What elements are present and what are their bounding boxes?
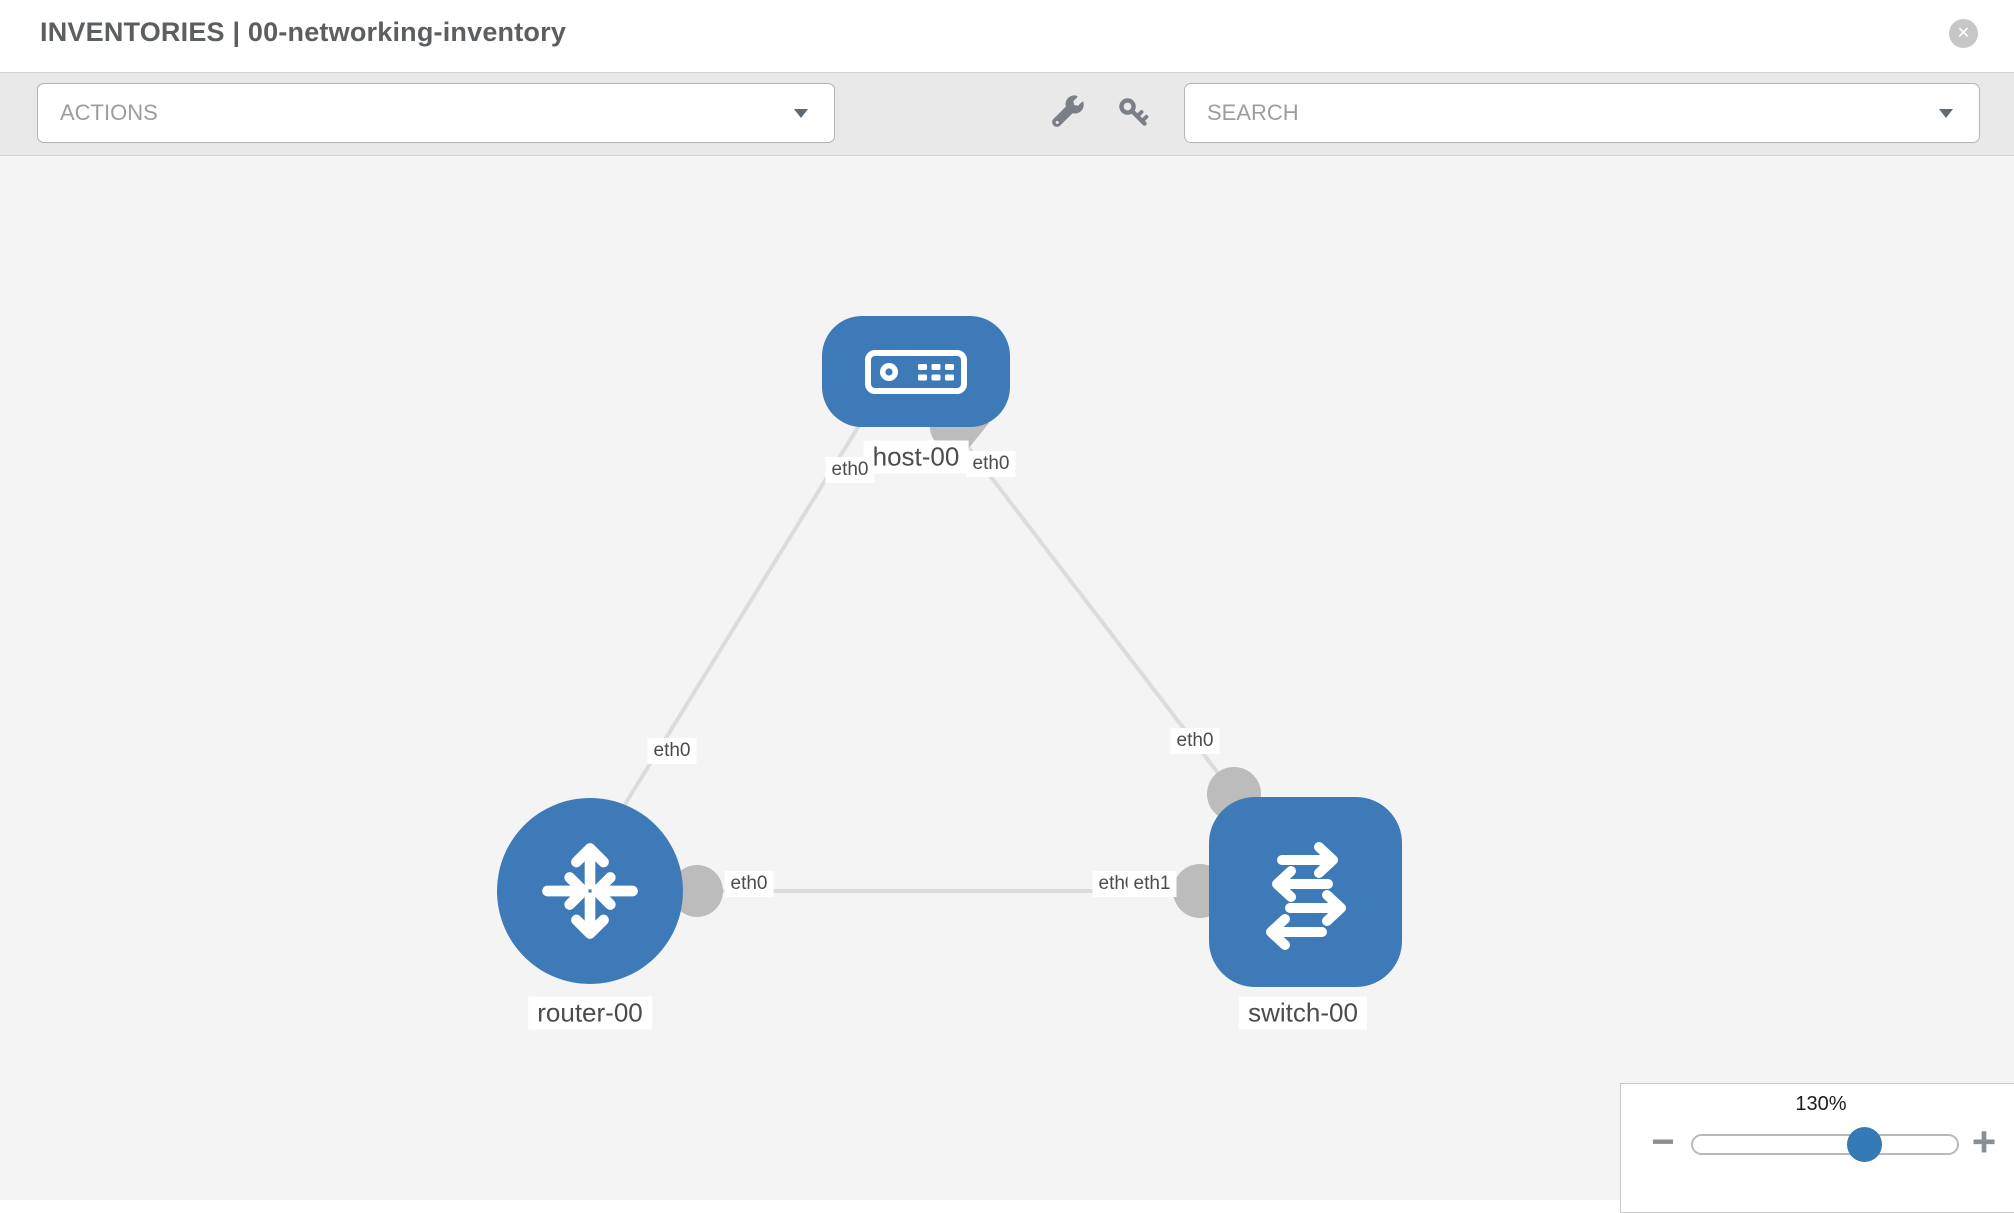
zoom-in-button[interactable]: +	[1971, 1118, 1997, 1165]
zoom-slider-track[interactable]	[1691, 1134, 1959, 1155]
interface-label-host-eth0-right: eth0	[966, 451, 1016, 477]
interface-label-host-eth0-left: eth0	[825, 457, 875, 483]
switch-icon	[1265, 842, 1346, 950]
caret-down-icon	[1939, 109, 1953, 118]
toolbar: ACTIONS SEARCH	[0, 72, 2014, 156]
interface-label-router-eth0-top: eth0	[647, 738, 697, 764]
configure-button[interactable]	[1051, 95, 1087, 131]
zoom-level-value: 130%	[1795, 1093, 1847, 1115]
topology-canvas[interactable]	[0, 156, 2014, 1200]
node-router-00[interactable]	[497, 798, 683, 984]
node-switch-00[interactable]	[1209, 797, 1402, 987]
key-icon	[1119, 98, 1149, 126]
close-icon[interactable]: ✕	[1949, 19, 1978, 48]
zoom-slider-knob[interactable]	[1847, 1127, 1882, 1162]
caret-down-icon	[794, 109, 808, 118]
node-label-switch: switch-00	[1239, 996, 1367, 1030]
wrench-icon	[1052, 95, 1084, 127]
zoom-out-button[interactable]: −	[1651, 1120, 1675, 1164]
page-title: INVENTORIES | 00-networking-inventory	[40, 17, 567, 47]
zoom-control-panel: 130% − +	[1620, 1083, 2014, 1213]
key-button[interactable]	[1116, 95, 1152, 131]
port-circle-router-right	[671, 865, 723, 917]
router-icon	[542, 843, 638, 939]
interface-label-router-eth0-side: eth0	[724, 871, 774, 897]
node-label-router: router-00	[528, 996, 652, 1030]
actions-dropdown[interactable]: ACTIONS	[37, 83, 835, 143]
interface-label-switch-eth0-top: eth0	[1170, 728, 1220, 754]
search-dropdown[interactable]: SEARCH	[1184, 83, 1980, 143]
port-wedge-host	[951, 423, 989, 449]
link-host-router[interactable]	[596, 422, 862, 850]
host-icon	[865, 349, 967, 394]
node-host-00[interactable]	[822, 316, 1010, 427]
search-dropdown-label: SEARCH	[1207, 100, 1299, 125]
header-bar: INVENTORIES | 00-networking-inventory ✕	[0, 0, 2014, 72]
actions-dropdown-label: ACTIONS	[60, 100, 158, 125]
node-label-host: host-00	[863, 440, 969, 474]
interface-label-switch-eth1: eth1	[1127, 871, 1177, 897]
